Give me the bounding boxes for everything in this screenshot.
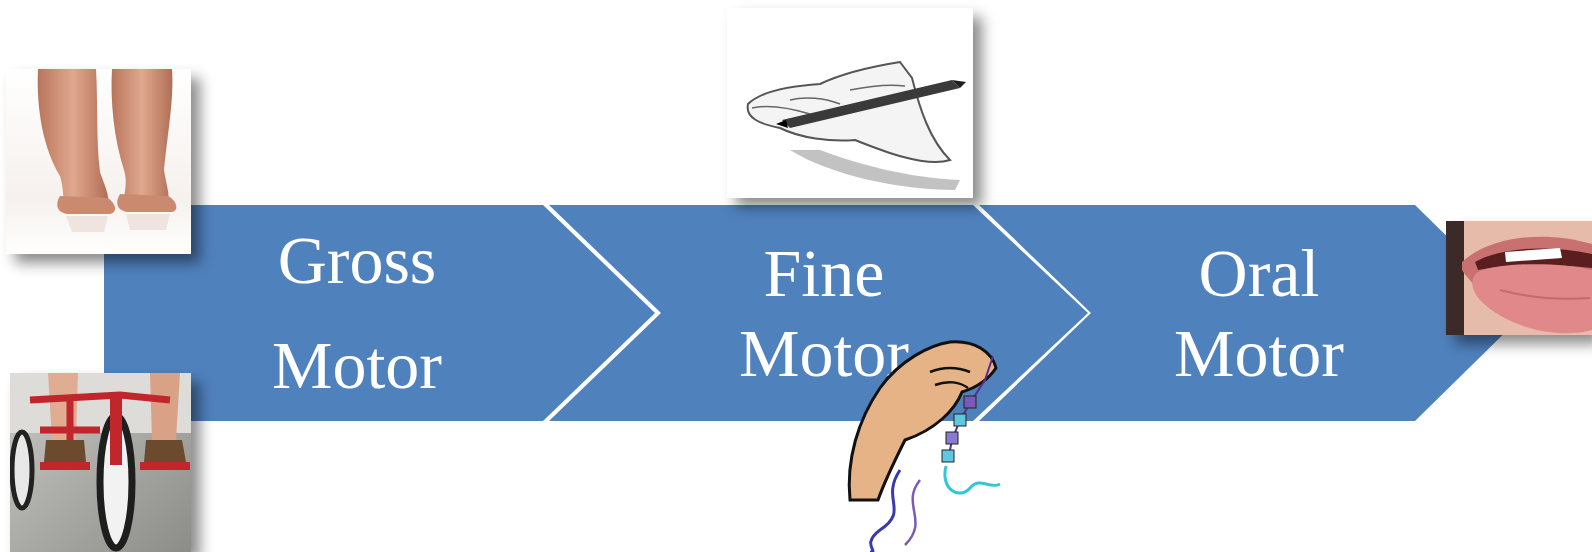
- sandal: [144, 440, 186, 462]
- leg: [112, 69, 173, 202]
- chevron-step: Gross Motor: [104, 205, 655, 421]
- rear-wheel: [12, 432, 32, 508]
- bead: [946, 432, 958, 444]
- string-end: [870, 470, 900, 552]
- string-end: [945, 466, 1000, 493]
- pen-cap: [952, 80, 966, 88]
- leg: [48, 373, 78, 440]
- chevron-step: Fine Motor: [549, 205, 1088, 421]
- chevron-fill: [104, 205, 655, 421]
- chevron-step: Oral Motor: [979, 205, 1525, 421]
- photo-frame: [727, 8, 973, 198]
- step-label: Gross Motor: [227, 208, 487, 418]
- hand-shadow: [790, 150, 960, 190]
- tongue-line: [1500, 290, 1590, 299]
- writing-hand-sketch: [727, 8, 973, 198]
- leg: [38, 69, 109, 204]
- pen: [782, 80, 960, 128]
- finger-lines: [752, 85, 905, 114]
- hand: [748, 62, 950, 162]
- pen-tip: [776, 120, 788, 128]
- step-label: Oral Motor: [1129, 233, 1389, 393]
- sandal: [44, 440, 86, 462]
- chevron-fill: [549, 205, 1088, 421]
- pedal: [140, 462, 190, 470]
- front-wheel: [100, 416, 132, 548]
- teeth: [1505, 248, 1562, 262]
- mouth: [1475, 248, 1592, 270]
- reflection: [66, 216, 108, 232]
- bead: [942, 450, 954, 462]
- pedal: [40, 462, 90, 470]
- chevron-fill: [979, 205, 1525, 421]
- string-end: [905, 480, 920, 545]
- step-label: Fine Motor: [694, 233, 954, 393]
